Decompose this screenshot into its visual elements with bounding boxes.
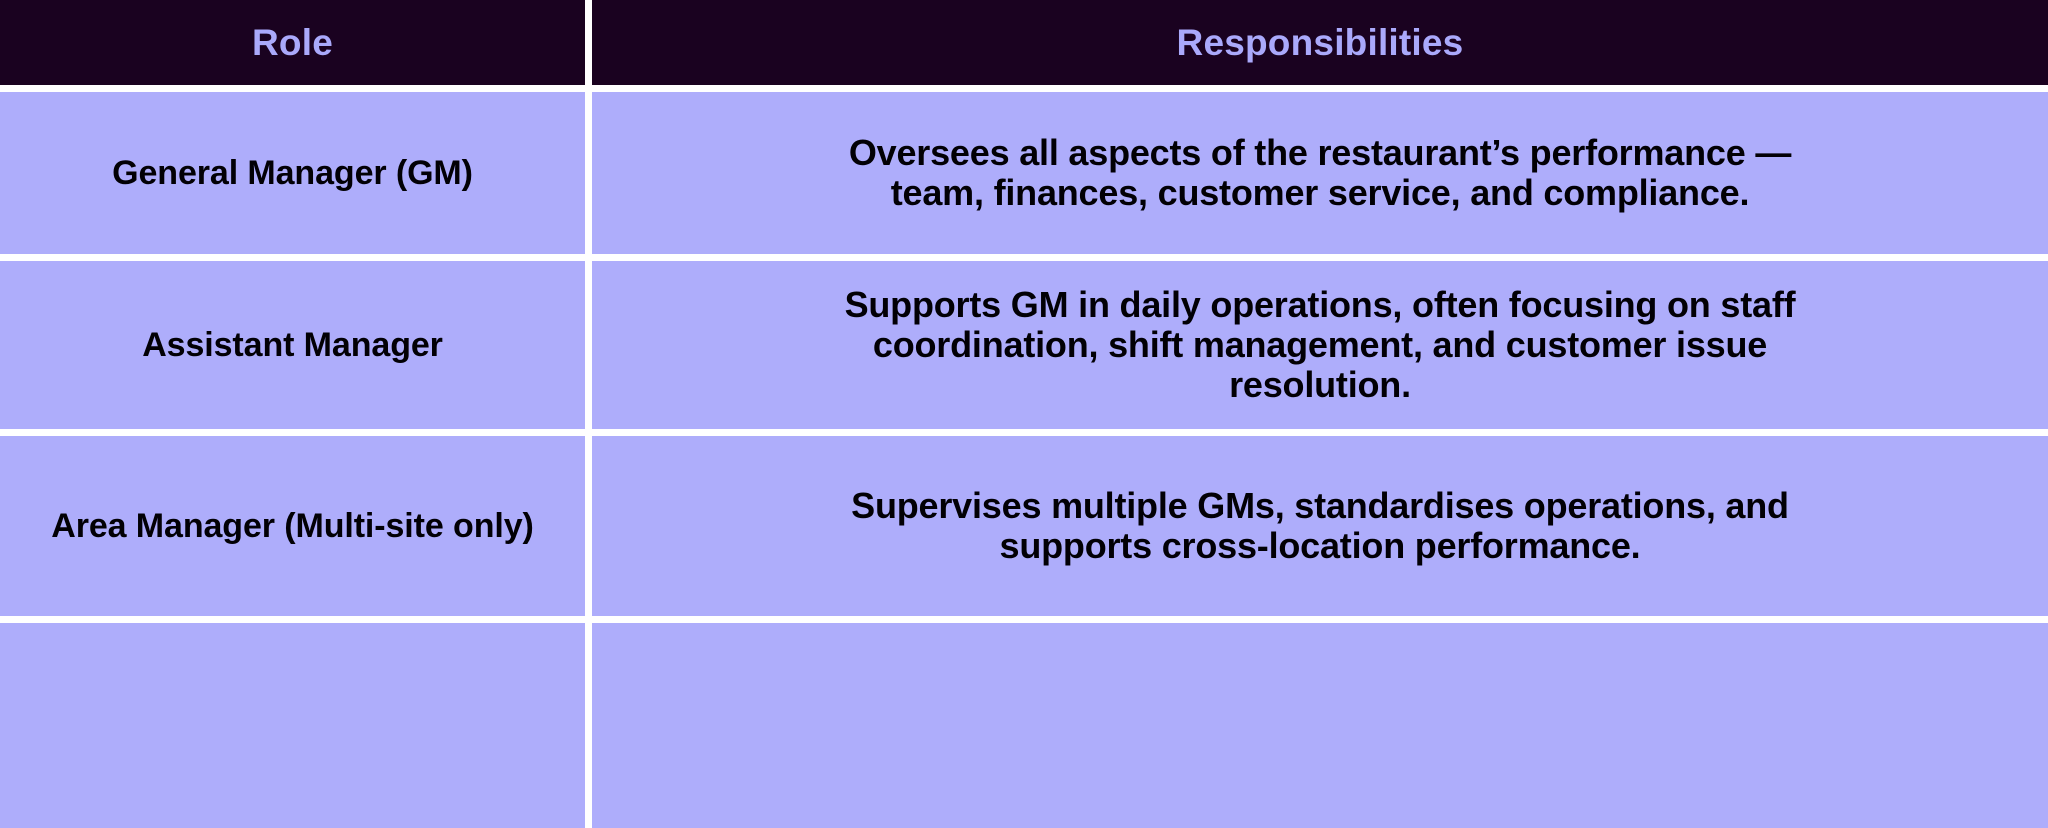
role-label: Assistant Manager (142, 325, 443, 364)
table-row: Assistant Manager Supports GM in daily o… (0, 261, 2048, 429)
cell-role-clipped (0, 623, 585, 828)
table-row-clipped (0, 623, 2048, 828)
cell-role-area-manager: Area Manager (Multi-site only) (0, 436, 585, 616)
table-row: General Manager (GM) Oversees all aspect… (0, 92, 2048, 254)
column-header-role-label: Role (252, 21, 333, 63)
role-label: General Manager (GM) (112, 153, 473, 192)
responsibilities-text: Oversees all aspects of the restaurant’s… (848, 131, 1792, 213)
cell-responsibilities-assistant-manager: Supports GM in daily operations, often f… (592, 261, 2048, 429)
cell-responsibilities-area-manager: Supervises multiple GMs, standardises op… (592, 436, 2048, 616)
role-label: Area Manager (Multi-site only) (51, 506, 534, 545)
column-header-responsibilities-label: Responsibilities (1176, 21, 1464, 63)
responsibilities-text: Supervises multiple GMs, standardises op… (851, 484, 1789, 566)
column-header-role: Role (0, 0, 585, 85)
cell-role-general-manager: General Manager (GM) (0, 92, 585, 254)
table-header-row: Role Responsibilities (0, 0, 2048, 85)
responsibilities-text: Supports GM in daily operations, often f… (844, 283, 1796, 406)
table-row: Area Manager (Multi-site only) Supervise… (0, 436, 2048, 616)
column-header-responsibilities: Responsibilities (592, 0, 2048, 85)
cell-responsibilities-clipped (592, 623, 2048, 828)
cell-responsibilities-general-manager: Oversees all aspects of the restaurant’s… (592, 92, 2048, 254)
cell-role-assistant-manager: Assistant Manager (0, 261, 585, 429)
